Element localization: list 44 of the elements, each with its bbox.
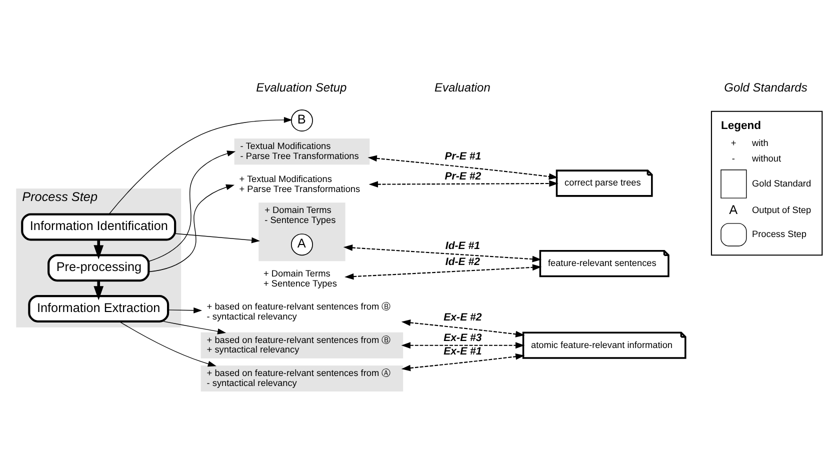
arrow bbox=[108, 116, 292, 214]
node-box: + based on feature-relvant sentences from Ⓑ + syntactical relevancy bbox=[200, 332, 404, 358]
arrow bbox=[119, 320, 216, 366]
node-box: Information Extraction bbox=[28, 294, 170, 322]
node-box: - Textual Modifications - Parse Tree Transformations bbox=[234, 138, 370, 164]
arrow bbox=[368, 154, 558, 180]
legend-label: Process Step bbox=[752, 228, 806, 239]
edge-label: Ex-E #3 bbox=[444, 332, 482, 344]
legend-label: Gold Standard bbox=[752, 178, 812, 188]
node-circle: A bbox=[290, 233, 313, 256]
edge-label: Id-E #1 bbox=[445, 239, 480, 252]
node-text: + Domain Terms + Sentence Types bbox=[264, 268, 337, 288]
arrow bbox=[168, 306, 202, 313]
arrow bbox=[163, 320, 226, 334]
node-text: + Textual Modifications + Parse Tree Transformations bbox=[239, 174, 360, 194]
node-text: + based on feature-relvant sentences from Ⓑ - syntactical relevancy bbox=[206, 301, 391, 322]
arrow bbox=[401, 342, 525, 348]
arrow bbox=[368, 180, 558, 188]
label: + bbox=[730, 138, 736, 148]
legend-label: Output of Step bbox=[752, 204, 812, 215]
label: - bbox=[732, 153, 735, 164]
node-box: + based on feature-relvant sentences from Ⓐ - syntactical relevancy bbox=[200, 364, 404, 392]
node-box: Pre-processing bbox=[48, 254, 150, 282]
node-box: Information Identification bbox=[21, 212, 176, 240]
edge-label: Ex-E #1 bbox=[444, 345, 482, 358]
label: Gold Standards bbox=[724, 80, 808, 94]
edge-label: Id-E #2 bbox=[445, 256, 480, 268]
legend-label: without bbox=[752, 153, 782, 164]
legend-label: with bbox=[752, 138, 768, 148]
arrow bbox=[175, 232, 260, 243]
edge-label: Pr-E #1 bbox=[444, 150, 482, 162]
edge-label: Ex-E #2 bbox=[444, 311, 482, 324]
arrow bbox=[148, 184, 235, 272]
arrow bbox=[401, 352, 525, 371]
label: Legend bbox=[720, 119, 762, 132]
arrow bbox=[148, 150, 236, 262]
label: A bbox=[729, 202, 738, 216]
label: Evaluation Setup bbox=[256, 80, 347, 94]
arrow bbox=[401, 319, 525, 337]
label: Evaluation bbox=[434, 80, 490, 94]
edge-label: Pr-E #2 bbox=[444, 170, 482, 182]
arrow bbox=[343, 244, 542, 262]
arrow bbox=[344, 264, 542, 280]
node-circle: B bbox=[290, 109, 313, 132]
